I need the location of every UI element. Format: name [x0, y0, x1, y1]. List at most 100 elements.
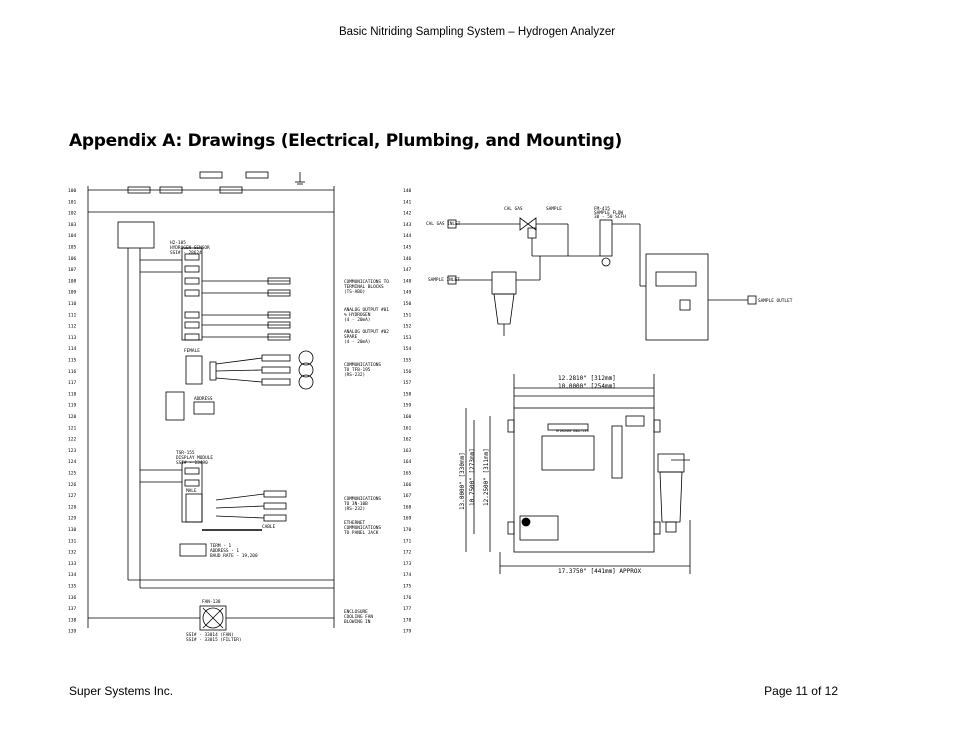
dim-top-2: 10.0000" [254mm]: [558, 383, 616, 390]
rung-number: 177: [403, 606, 412, 612]
dip-label: ADDRESS: [194, 396, 213, 402]
comm-tfb-c: (RS-232): [344, 372, 365, 378]
fan-label: FAN-138: [202, 599, 221, 605]
rung-number: 179: [403, 629, 412, 635]
dim-v2: 10.7500" [273mm]: [469, 448, 476, 506]
hydrogen-sensor-label-3: SSI# - 28624: [170, 250, 202, 256]
baud-c: BAUD RATE - 19,200: [210, 553, 258, 559]
analog-out-2-a: ANALOG OUTPUT #02: [344, 329, 389, 335]
flow-meter-2: SAMPLE FLOW: [594, 210, 623, 216]
rung-number: 147: [403, 267, 412, 273]
enclosure-front-view: [513, 407, 655, 553]
rung-number: 148: [403, 278, 412, 284]
rung-number: 156: [403, 369, 412, 375]
rung-number: 146: [403, 256, 412, 262]
hydrogen-sensor-label-1: H2-105: [170, 240, 186, 246]
rung-number: 143: [403, 222, 412, 228]
dim-v1: 13.0000" [330mm]: [459, 452, 466, 510]
rung-number: 152: [403, 324, 412, 330]
ethernet-a: ETHERNET: [344, 520, 366, 526]
rung-number: 112: [68, 324, 77, 330]
rung-numbers-right: 1401411421431441451461471481491501511521…: [403, 188, 412, 635]
rung-number: 161: [403, 425, 412, 431]
rung-number: 126: [68, 482, 77, 488]
rung-number: 121: [68, 425, 77, 431]
rung-number: 162: [403, 437, 412, 443]
rung-number: 120: [68, 414, 77, 420]
cal-gas-label: CAL GAS: [504, 206, 523, 212]
rung-number: 149: [403, 290, 412, 296]
hydrogen-sensor-board: [645, 253, 709, 341]
sample-outlet-port: [747, 295, 757, 305]
rung-number: 100: [68, 188, 77, 194]
rung-number: 178: [403, 617, 412, 623]
rung-number: 107: [68, 267, 77, 273]
sample-outlet-label: SAMPLE OUTLET: [758, 298, 793, 304]
rung-number: 135: [68, 584, 77, 590]
rung-number: 163: [403, 448, 412, 454]
hydrogen-sensor-label-2: HYDROGEN SENSOR: [170, 245, 210, 251]
rung-number: 140: [403, 188, 412, 194]
rung-number: 165: [403, 471, 412, 477]
rung-number: 123: [68, 448, 77, 454]
fan-ssi-b: SSI# - 33015 (FILTER): [186, 637, 242, 643]
rung-number: 111: [68, 312, 77, 318]
fan-ssi-a: SSI# - 33014 (FAN): [186, 632, 234, 638]
analog-out-1-a: ANALOG OUTPUT #01: [344, 307, 389, 313]
rung-number: 168: [403, 504, 412, 510]
rung-number: 108: [68, 278, 77, 284]
rung-number: 113: [68, 335, 77, 341]
rung-number: 103: [68, 222, 77, 228]
rung-number: 105: [68, 245, 77, 251]
rung-number: 158: [403, 391, 412, 397]
rung-number: 102: [68, 211, 77, 217]
page-header: Basic Nitriding Sampling System – Hydrog…: [338, 26, 616, 38]
rung-number: 157: [403, 380, 412, 386]
rung-number: 129: [68, 516, 77, 522]
footer-company: Super Systems Inc.: [69, 684, 174, 698]
rung-number: 174: [403, 572, 412, 578]
sample-inlet-label: SAMPLE INLET: [428, 277, 460, 283]
rung-number: 132: [68, 550, 77, 556]
rung-number: 173: [403, 561, 412, 567]
baud-b: ADDRESS - 1: [210, 548, 239, 554]
female-label: FEMALE: [184, 348, 200, 354]
fan-note-a: ENCLOSURE: [344, 609, 368, 615]
rung-number: 128: [68, 504, 77, 510]
rung-number: 106: [68, 256, 77, 262]
fan-note-b: COOLING FAN: [344, 614, 373, 620]
display-module-2: DISPLAY MODULE: [176, 455, 213, 461]
rung-number: 131: [68, 538, 77, 544]
rung-number: 144: [403, 233, 412, 239]
ethernet-b: COMMUNICATIONS: [344, 525, 381, 531]
rung-number: 125: [68, 471, 77, 477]
analog-out-1-c: (4 - 20mA): [344, 317, 370, 323]
analog-out-1-b: % HYDROGEN: [344, 312, 371, 318]
cable-label: CABLE: [262, 524, 276, 530]
rung-numbers-left: 1001011021031041051061071081091101111121…: [68, 188, 77, 635]
rung-number: 154: [403, 346, 412, 352]
rung-number: 134: [68, 572, 77, 578]
appendix-title: Appendix A: Drawings (Electrical, Plumbi…: [69, 131, 623, 151]
rung-number: 153: [403, 335, 412, 341]
rung-number: 141: [403, 199, 412, 205]
footer-page-number: Page 11 of 12: [764, 684, 838, 698]
comm-terminal-1: COMMUNICATIONS TO: [344, 279, 389, 285]
fan-note-c: BLOWING IN: [344, 619, 371, 625]
rung-number: 150: [403, 301, 412, 307]
rung-number: 171: [403, 538, 412, 544]
rung-number: 122: [68, 437, 77, 443]
rung-number: 139: [68, 629, 77, 635]
analog-out-2-c: (4 - 20mA): [344, 339, 370, 345]
sample-label: SAMPLE: [546, 206, 562, 212]
rung-number: 172: [403, 550, 412, 556]
rung-number: 124: [68, 459, 77, 465]
rung-number: 160: [403, 414, 412, 420]
rung-number: 104: [68, 233, 77, 239]
dim-v3: 12.2500" [311mm]: [483, 448, 490, 506]
rung-number: 136: [68, 595, 77, 601]
rung-number: 116: [68, 369, 77, 375]
rung-number: 167: [403, 493, 412, 499]
cal-gas-inlet-label: CAL GAS INLET: [426, 221, 461, 227]
